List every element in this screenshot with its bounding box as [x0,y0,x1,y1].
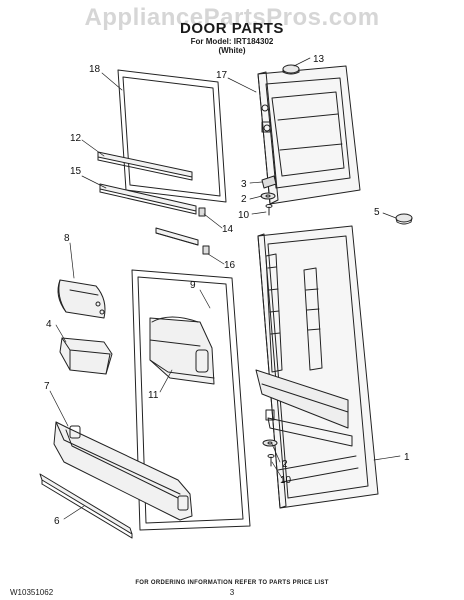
model-info: For Model: IRT184302 (White) [0,37,464,55]
callout-15: 15 [70,166,82,177]
callout-18: 18 [89,64,101,75]
page-number: 3 [229,588,235,597]
callout-10-upper: 10 [238,210,250,221]
page-title: DOOR PARTS [180,20,284,37]
callout-7: 7 [44,381,50,392]
callout-8: 8 [64,233,70,244]
ordering-note: FOR ORDERING INFORMATION REFER TO PARTS … [135,580,329,586]
callout-9: 9 [190,280,196,291]
callout-4: 4 [46,319,52,330]
hinge-screw-lower [267,454,275,467]
hinge-bushing-lower [262,439,278,447]
callout-10-lower: 10 [280,475,292,486]
callout-13: 13 [313,54,325,65]
callout-14: 14 [222,224,234,235]
freezer-door-gasket [117,69,227,203]
door-shelf-bin [53,421,193,521]
lower-trim-strip [155,227,199,246]
callout-5: 5 [374,207,380,218]
callout-3: 3 [241,179,247,190]
callout-2-upper: 2 [241,194,247,205]
upper-trim-strip [97,151,193,181]
fresh-food-door [255,225,379,509]
callout-11: 11 [148,390,159,401]
door-hinge-bracket [261,175,277,189]
hinge-screw-upper [265,204,273,216]
model-line: For Model: IRT184302 [190,37,274,46]
fresh-food-door-gasket [131,269,251,531]
door-bin-trim [39,473,133,539]
hinge-plug [395,213,413,225]
callout-16: 16 [224,260,236,271]
callout-2-lower: 2 [282,459,288,470]
door-hinge-cap [282,64,300,75]
callout-17: 17 [216,70,228,81]
callout-6: 6 [54,516,60,527]
hinge-bushing-upper [260,192,276,200]
trim-clip-lower [202,245,210,255]
trim-clip-upper [198,207,206,217]
callout-1: 1 [404,452,410,463]
callout-12: 12 [70,133,82,144]
callout-labels: 18 17 13 12 15 3 2 10 14 5 8 9 16 4 11 7… [44,54,410,527]
small-door-bin [59,337,113,375]
color-line: (White) [218,46,246,55]
butter-compartment-cover [57,279,106,319]
dairy-bin [149,316,215,385]
document-id: W10351062 [10,588,54,597]
leader-lines [49,57,401,520]
watermark: AppliancePartsPros.com [84,4,380,31]
freezer-door [257,65,361,205]
middle-trim-strip [99,183,197,215]
